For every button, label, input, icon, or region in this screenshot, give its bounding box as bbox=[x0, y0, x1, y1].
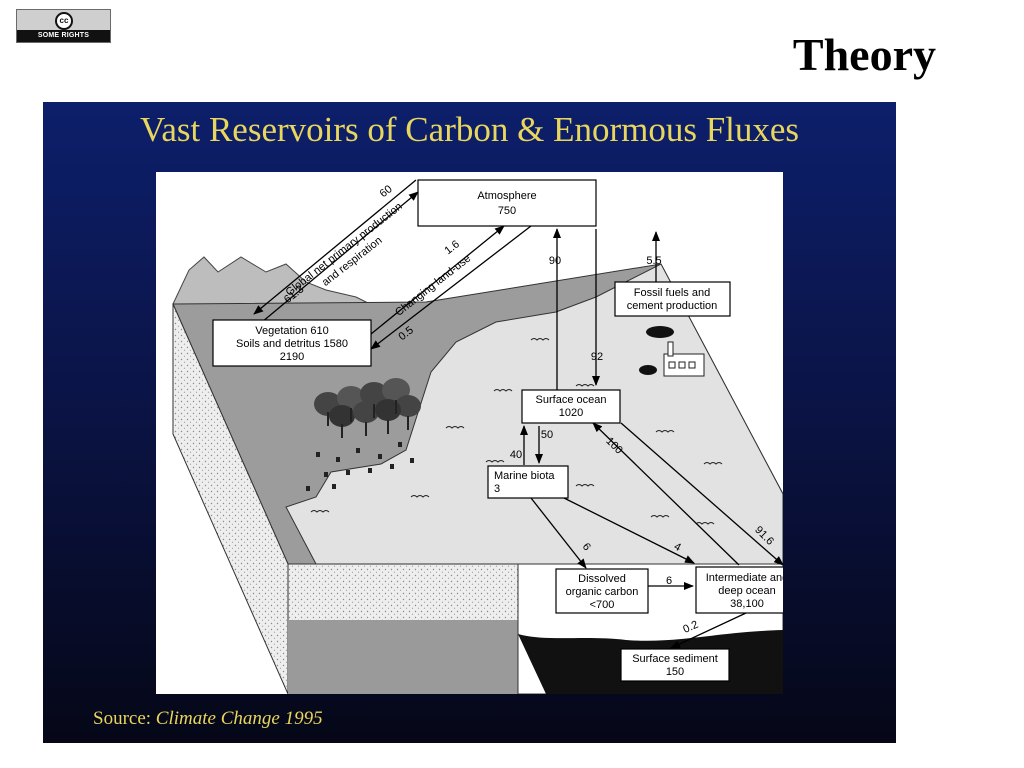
svg-text:<700: <700 bbox=[590, 599, 615, 611]
svg-text:150: 150 bbox=[666, 666, 684, 678]
svg-text:6: 6 bbox=[666, 575, 672, 587]
svg-text:38,100: 38,100 bbox=[730, 598, 764, 610]
svg-text:90: 90 bbox=[549, 255, 561, 267]
svg-text:Global net primary production: Global net primary production bbox=[284, 200, 405, 298]
slide-panel: Vast Reservoirs of Carbon & Enormous Flu… bbox=[43, 102, 896, 743]
svg-text:Fossil fuels and: Fossil fuels and bbox=[634, 287, 710, 299]
svg-text:3: 3 bbox=[494, 483, 500, 495]
svg-text:5.5: 5.5 bbox=[646, 255, 661, 267]
svg-text:Surface ocean: Surface ocean bbox=[536, 394, 607, 406]
source-prefix: Source: bbox=[93, 708, 156, 729]
svg-text:Atmosphere: Atmosphere bbox=[477, 190, 536, 202]
forest-icon bbox=[314, 378, 421, 438]
svg-text:50: 50 bbox=[541, 429, 553, 441]
marine-biota-box: Marine biota 3 bbox=[487, 465, 569, 499]
atmosphere-box: Atmosphere 750 bbox=[417, 179, 597, 227]
cc-icon: cc bbox=[55, 12, 73, 30]
svg-text:Vegetation 610: Vegetation 610 bbox=[255, 325, 328, 337]
svg-text:organic carbon: organic carbon bbox=[566, 586, 639, 598]
svg-text:60: 60 bbox=[378, 183, 395, 200]
carbon-cycle-figure: Atmosphere 750 Vegetation 610 Soils and … bbox=[156, 172, 799, 695]
svg-text:Dissolved: Dissolved bbox=[578, 573, 626, 585]
source-citation: Source: Climate Change 1995 bbox=[93, 708, 323, 730]
deep-ocean-box: Intermediate and deep ocean 38,100 bbox=[695, 566, 799, 614]
front-water-layer bbox=[288, 620, 518, 694]
svg-text:cement production: cement production bbox=[627, 300, 718, 312]
factory-icon bbox=[646, 326, 705, 377]
svg-text:1.6: 1.6 bbox=[442, 238, 461, 257]
fossil-fuels-box: Fossil fuels and cement production bbox=[614, 281, 731, 317]
svg-text:0.2: 0.2 bbox=[681, 619, 700, 636]
svg-text:Soils and detritus 1580: Soils and detritus 1580 bbox=[236, 338, 348, 350]
slide-heading: Vast Reservoirs of Carbon & Enormous Flu… bbox=[139, 110, 800, 149]
vegetation-box: Vegetation 610 Soils and detritus 1580 2… bbox=[212, 319, 372, 367]
svg-text:Marine biota: Marine biota bbox=[494, 470, 555, 482]
svg-text:4: 4 bbox=[672, 541, 683, 554]
svg-text:Surface sediment: Surface sediment bbox=[632, 653, 718, 665]
svg-text:deep ocean: deep ocean bbox=[718, 585, 776, 597]
svg-text:2190: 2190 bbox=[280, 351, 304, 363]
surface-sediment-box: Surface sediment 150 bbox=[620, 648, 730, 682]
water-waves bbox=[310, 338, 723, 525]
car-icon bbox=[639, 365, 657, 375]
flux-arrows bbox=[253, 179, 784, 649]
carbon-cycle-diagram: Atmosphere 750 Vegetation 610 Soils and … bbox=[172, 179, 799, 695]
cc-license-text: SOME RIGHTS RESERVED bbox=[17, 30, 110, 51]
dissolved-organic-carbon-box: Dissolved organic carbon <700 bbox=[555, 568, 649, 614]
svg-text:92: 92 bbox=[591, 351, 603, 363]
tree-stumps-icon bbox=[306, 442, 414, 491]
svg-text:40: 40 bbox=[510, 449, 522, 461]
cc-license-badge: cc SOME RIGHTS RESERVED bbox=[16, 9, 111, 51]
svg-text:1020: 1020 bbox=[559, 407, 583, 419]
surface-ocean-box: Surface ocean 1020 bbox=[521, 389, 621, 424]
svg-text:750: 750 bbox=[498, 205, 516, 217]
page-title: Theory bbox=[792, 29, 936, 80]
svg-text:Intermediate and: Intermediate and bbox=[706, 572, 783, 584]
source-title: Climate Change 1995 bbox=[155, 708, 323, 729]
